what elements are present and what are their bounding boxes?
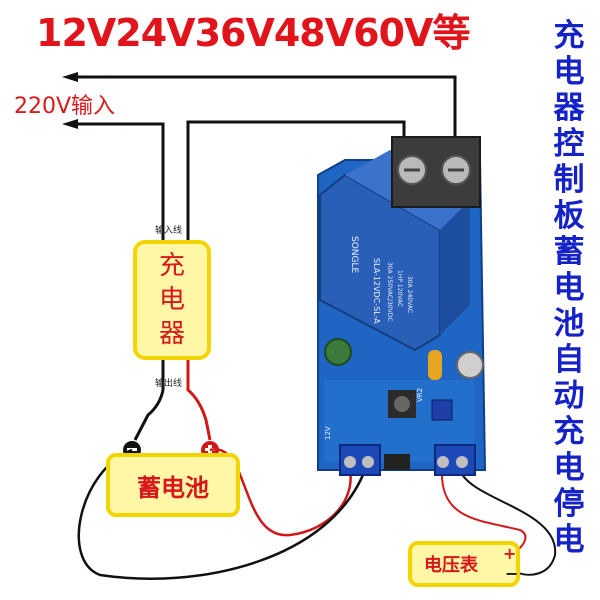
capacitors	[324, 338, 484, 380]
relay-rating-2-text: 1HP 120VAC	[396, 270, 403, 307]
battery-box: 蓄电池	[106, 453, 240, 517]
voltmeter-label: 电压表	[424, 555, 478, 576]
bottom-terminals-right	[434, 444, 476, 476]
relay-rating-3-text: 30A 240VAC	[406, 276, 413, 313]
page-title: 12V24V36V48V60V等	[36, 11, 470, 55]
side-title: 充电器控制板蓄电池自动充电停电	[553, 18, 585, 558]
bottom-terminals-left	[339, 444, 381, 476]
relay-model-text: SLA-12VDC-SL-A	[372, 258, 381, 324]
voltmeter-wires	[440, 469, 557, 576]
charger-label: 充电器	[158, 251, 185, 349]
relay-brand-text: SONGLE	[349, 236, 359, 274]
board-12v-label: 12V	[324, 426, 332, 440]
input-220v-label: 220V输入	[14, 94, 116, 119]
charger-box: 充电器	[133, 240, 211, 360]
voltmeter-box: 电压表	[408, 541, 520, 587]
board-vr-label: VR2	[416, 388, 424, 402]
relay-rating-1-text: 30A 250VAC/30VDC	[386, 262, 393, 322]
potentiometer	[431, 399, 453, 421]
voltmeter-plus-sign: +	[503, 544, 517, 563]
relay-markings: SONGLE SLA-12VDC-SL-A 30A 250VAC/30VDC 1…	[324, 236, 424, 440]
input-wire-arrows	[62, 72, 78, 129]
input-wire-label: 输入线	[155, 226, 183, 236]
charger-output-wires	[133, 360, 212, 441]
relay	[319, 150, 470, 352]
voltmeter-minus-sign: −	[505, 564, 519, 583]
output-wire-label: 输出线	[155, 379, 183, 389]
inductor	[388, 390, 416, 418]
board-switch	[384, 454, 410, 470]
relay-terminal-block	[391, 136, 481, 208]
battery-label: 蓄电池	[137, 473, 209, 502]
